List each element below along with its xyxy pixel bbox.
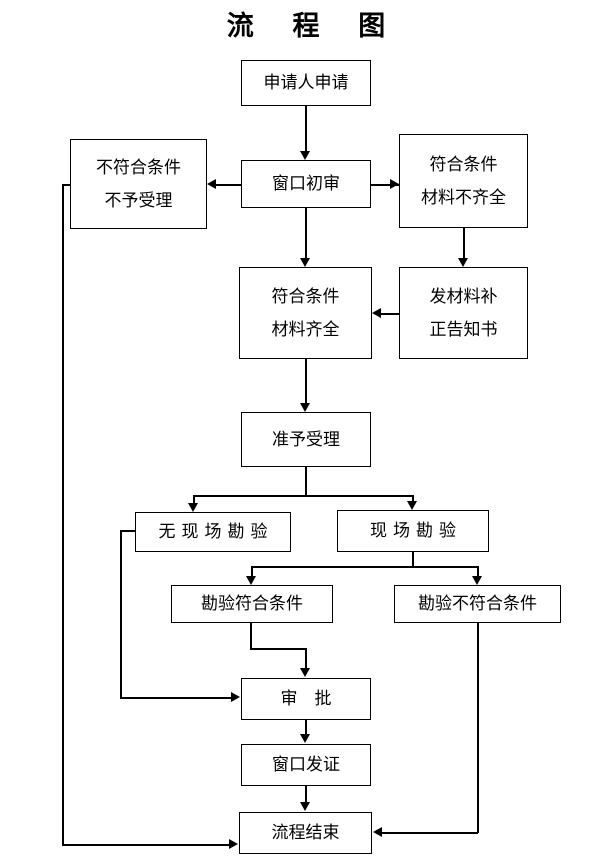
connector-site-check-stem (412, 552, 414, 567)
connector-issue-cert-to-end (305, 786, 307, 804)
node-complete-line2: 材料齐全 (271, 319, 340, 339)
connector-first-review-to-complete (305, 208, 307, 259)
node-check-pass-label: 勘验符合条件 (201, 594, 303, 614)
connector-reject-down (62, 184, 64, 845)
arrowhead-supplement-to-complete (372, 308, 381, 318)
connector-pass-to-approval-h (250, 648, 306, 650)
connector-reject-to-end (62, 844, 230, 846)
node-reject-line1: 不符合条件 (96, 157, 181, 177)
node-incomplete[interactable]: 符合条件 材料不齐全 (399, 134, 528, 228)
arrowhead-site-check-to-pass (246, 576, 256, 585)
node-reject-line2: 不予受理 (104, 190, 173, 210)
connector-no-site-check-out (120, 530, 136, 532)
node-supplement-notice[interactable]: 发材料补 正告知书 (399, 267, 528, 359)
connector-complete-to-accepted (305, 359, 307, 404)
arrowhead-reject-to-end (229, 839, 238, 849)
connector-no-site-check-down (120, 530, 122, 698)
node-apply-label: 申请人申请 (263, 73, 349, 93)
node-approval[interactable]: 审 批 (241, 678, 371, 720)
connector-pass-to-approval-v2 (305, 648, 307, 669)
connector-pass-to-approval-v1 (250, 623, 252, 649)
connector-first-review-to-reject (216, 184, 241, 186)
arrowhead-approval-to-issue-cert (300, 734, 310, 743)
node-reject[interactable]: 不符合条件 不予受理 (70, 139, 207, 229)
node-issue-cert[interactable]: 窗口发证 (241, 744, 371, 786)
connector-site-check-to-fail (477, 566, 479, 576)
arrowhead-fail-to-end (373, 827, 382, 837)
node-incomplete-line2: 材料不齐全 (421, 187, 506, 207)
connector-split-to-no-site-check (193, 495, 195, 505)
node-first-review[interactable]: 窗口初审 (241, 160, 371, 208)
connector-site-check-to-pass (251, 566, 253, 576)
connector-site-check-split-bar (251, 566, 478, 568)
connector-accepted-split-bar (193, 495, 414, 497)
connector-reject-out (62, 184, 71, 186)
node-complete-line1: 符合条件 (271, 286, 340, 306)
node-check-fail-label: 勘验不符合条件 (418, 594, 537, 614)
node-end-label: 流程结束 (271, 823, 340, 843)
connector-no-site-check-to-approval (120, 697, 233, 699)
arrowhead-complete-to-accepted (300, 403, 310, 412)
node-complete[interactable]: 符合条件 材料齐全 (239, 267, 372, 359)
node-site-check-label: 现场勘验 (370, 521, 462, 541)
node-accepted-label: 准予受理 (272, 429, 340, 449)
node-accepted[interactable]: 准予受理 (241, 412, 371, 467)
connector-accepted-stem (305, 467, 307, 496)
arrowhead-issue-cert-to-end (300, 802, 310, 811)
arrowhead-split-to-no-site-check (188, 503, 198, 512)
connector-incomplete-to-supplement (463, 228, 465, 259)
node-site-check[interactable]: 现场勘验 (337, 510, 489, 552)
node-apply[interactable]: 申请人申请 (241, 60, 371, 106)
connector-first-review-to-incomplete (371, 184, 399, 186)
arrowhead-first-review-to-complete (300, 258, 310, 267)
connector-fail-to-end-left (382, 832, 478, 834)
page-title: 流 程 图 (226, 11, 402, 41)
arrowhead-apply-to-first-review (300, 151, 310, 160)
node-no-site-check-label: 无现场勘验 (158, 522, 274, 542)
arrowhead-first-review-to-reject (207, 179, 216, 189)
connector-supplement-to-complete (381, 313, 399, 315)
node-end[interactable]: 流程结束 (239, 812, 372, 854)
node-issue-cert-label: 窗口发证 (272, 755, 340, 775)
arrowhead-incomplete-to-supplement (458, 258, 468, 267)
arrowhead-first-review-to-incomplete (390, 179, 399, 189)
arrowhead-site-check-to-fail (472, 576, 482, 585)
connector-approval-to-issue-cert (305, 720, 307, 736)
arrowhead-no-site-check-to-approval (231, 692, 240, 702)
node-check-pass[interactable]: 勘验符合条件 (171, 585, 333, 623)
connector-fail-to-end-down (477, 623, 479, 833)
connector-split-to-site-check (412, 495, 414, 503)
arrowhead-pass-to-approval (300, 668, 310, 677)
node-approval-label: 审 批 (280, 689, 332, 709)
node-incomplete-line1: 符合条件 (429, 154, 498, 174)
connector-apply-to-first-review (305, 106, 307, 152)
node-no-site-check[interactable]: 无现场勘验 (135, 512, 291, 552)
node-supplement-notice-line2: 正告知书 (429, 319, 498, 339)
node-supplement-notice-line1: 发材料补 (429, 286, 498, 306)
arrowhead-split-to-site-check (407, 501, 417, 510)
node-check-fail[interactable]: 勘验不符合条件 (394, 585, 561, 623)
node-first-review-label: 窗口初审 (272, 174, 340, 194)
